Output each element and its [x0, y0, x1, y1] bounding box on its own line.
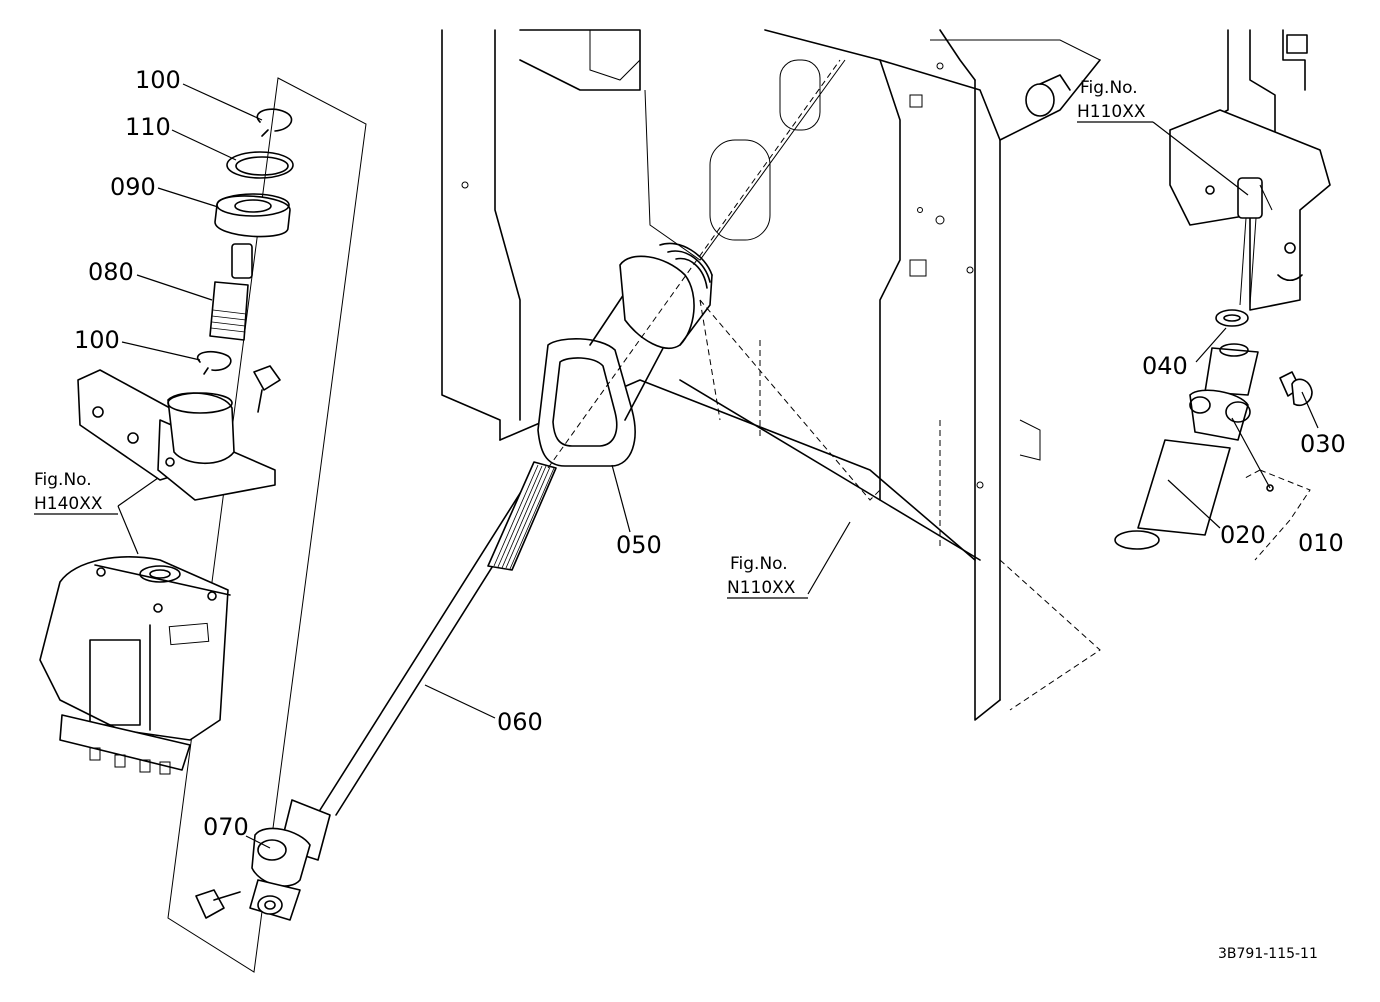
gasket-050 — [537, 337, 636, 467]
snap-ring-110 — [226, 151, 294, 179]
callout-030: 030 — [1300, 430, 1346, 458]
drawing-code: 3B791-115-11 — [1218, 946, 1318, 962]
cabin-panel — [441, 29, 1101, 721]
ref-h140-label: Fig.No. — [34, 470, 92, 490]
callout-020: 020 — [1220, 521, 1266, 549]
ref-h140-code: H140XX — [34, 494, 103, 514]
washer-040 — [1215, 309, 1249, 327]
snap-ring-100-upper — [256, 108, 293, 137]
upper-right-bracket — [1169, 29, 1331, 311]
ref-h110-label: Fig.No. — [1080, 78, 1138, 98]
callout-090: 090 — [110, 173, 156, 201]
callout-070: 070 — [203, 813, 249, 841]
bearing-090 — [214, 193, 291, 238]
mount-bracket — [77, 365, 281, 501]
ref-h110-code: H110XX — [1077, 102, 1146, 122]
universal-joint-070 — [195, 799, 331, 921]
callout-100-lower: 100 — [74, 326, 120, 354]
callout-110: 110 — [125, 113, 171, 141]
snap-ring-100-lower — [196, 350, 232, 375]
column-tube — [589, 242, 713, 421]
steering-valve-unit — [39, 556, 231, 775]
ref-n110-code: N110XX — [727, 578, 796, 598]
callout-080: 080 — [88, 258, 134, 286]
callout-010: 010 — [1298, 529, 1344, 557]
callout-100-upper: 100 — [135, 66, 181, 94]
shaft-060 — [319, 59, 841, 816]
callout-060: 060 — [497, 708, 543, 736]
ref-n110-label: Fig.No. — [730, 554, 788, 574]
callout-050: 050 — [616, 531, 662, 559]
callout-040: 040 — [1142, 352, 1188, 380]
leader-lines — [117, 83, 1319, 849]
right-universal-joint — [1114, 309, 1313, 550]
shaft-080 — [209, 243, 253, 341]
